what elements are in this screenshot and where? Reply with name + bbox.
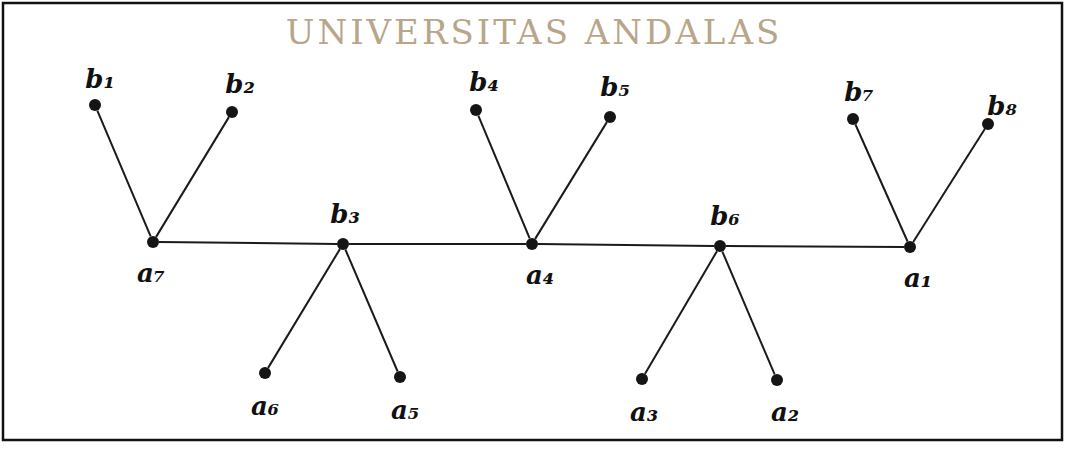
graph-edge	[726, 245, 904, 248]
vertex-label: b₁	[85, 64, 115, 94]
graph-vertex: a₇	[147, 236, 159, 248]
graph-vertex: a₄	[526, 238, 538, 250]
vertex-label: a₁	[904, 263, 932, 293]
graph-edge	[645, 251, 717, 374]
graph-edge	[345, 250, 397, 372]
graph-edge	[478, 116, 529, 239]
graph-vertex: a₂	[771, 374, 783, 386]
graph-edge	[159, 242, 337, 244]
graph-vertex: b₄	[470, 104, 482, 116]
graph-edge	[538, 244, 714, 246]
vertex-label: b₂	[225, 69, 255, 99]
graph-vertex: a₃	[636, 373, 648, 385]
vertex-label: a₅	[391, 395, 419, 425]
graph-edge	[156, 117, 229, 237]
graph-vertex: b₁	[89, 99, 101, 111]
graph-vertex: a₁	[904, 241, 916, 253]
graph-vertex: a₆	[259, 367, 271, 379]
vertex-label: a₄	[526, 260, 554, 290]
graph-vertex: b₈	[982, 118, 994, 130]
watermark-text: UNIVERSITAS ANDALAS	[286, 12, 783, 52]
graph-edge	[535, 122, 607, 239]
vertex-label: b₇	[844, 77, 874, 107]
graph-vertex: b₃	[337, 238, 349, 250]
graph-vertex: b₆	[714, 240, 726, 252]
graph-edge	[913, 129, 985, 242]
vertex-label: a₇	[137, 258, 165, 288]
vertex-label: b₆	[710, 201, 740, 231]
vertex-label: b₅	[600, 72, 630, 102]
graph-vertex: b₇	[847, 113, 859, 125]
frame-rect	[3, 3, 1062, 440]
vertex-label: a₆	[251, 391, 279, 421]
graph-edge	[722, 252, 774, 375]
graph-vertex: b₅	[604, 111, 616, 123]
graph-edge	[97, 111, 150, 237]
vertex-label: b₄	[469, 67, 499, 97]
vertex-label: a₂	[771, 397, 799, 427]
graph-edge	[855, 124, 907, 241]
graph-edge	[268, 249, 340, 368]
graph-vertex: b₂	[226, 106, 238, 118]
graph-edge	[349, 243, 526, 245]
vertex-label: a₃	[630, 397, 658, 427]
vertex-label: b₃	[330, 199, 360, 229]
vertex-label: b₈	[987, 91, 1017, 121]
graph-vertex: a₅	[394, 371, 406, 383]
